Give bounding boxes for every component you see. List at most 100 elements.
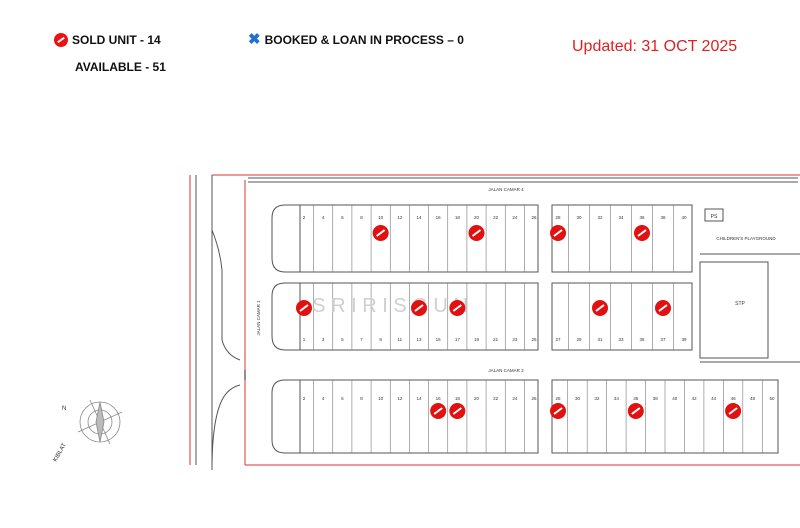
lot-number: 29 [576,337,582,342]
sold-marker [411,300,427,316]
road-label-top: JALAN CAMAR 4 [488,187,524,192]
lot-number: 14 [416,396,422,401]
legend-sold: SOLD UNIT - 14 [54,33,161,47]
ps-label: PS [711,214,718,220]
watermark: S R I R I S G U N [312,295,468,317]
lot-number: 6 [341,215,344,220]
lot-number: 28 [555,396,561,401]
lot-number: 46 [731,396,737,401]
lot-number: 12 [397,215,403,220]
amenity-area [699,208,800,363]
lot-number: 21 [493,337,499,342]
lot-number: 24 [512,215,518,220]
lot-number: 23 [512,337,518,342]
lot-number: 40 [672,396,678,401]
legend-booked: ✖ BOOKED & LOAN IN PROCESS – 0 [248,31,464,48]
lot-number: 30 [576,215,582,220]
sold-marker [725,403,742,419]
updated-date: Updated: 31 OCT 2025 [572,38,738,55]
lot-number: 20 [474,215,480,220]
sold-marker [468,225,485,241]
sold-marker-icon [54,33,68,47]
lot-number: 48 [750,396,756,401]
sold-marker [449,403,466,419]
lot-number: 36 [639,215,645,220]
lot-number: 16 [436,396,442,401]
lot-number: 2 [303,396,306,401]
playground-label: CHILDREN'S PLAYGROUND [716,236,776,241]
site-boundary [189,174,800,466]
lot-number: 50 [769,396,775,401]
lot-number: 8 [360,396,363,401]
available-label: AVAILABLE - 51 [75,60,166,74]
roads [195,175,798,471]
lot-number: 11 [397,337,402,342]
block-1 [271,204,693,273]
lot-number: 13 [416,337,422,342]
sold-marker [296,300,312,316]
lot-number: 18 [455,215,461,220]
lot-number: 31 [597,337,603,342]
lot-number: 15 [436,337,442,342]
lot-number: 24 [512,396,518,401]
compass-north-label: N [62,406,66,412]
lot-number: 22 [493,396,499,401]
lot-number: 33 [618,337,624,342]
sold-marker [430,403,447,419]
lot-number: 20 [474,396,480,401]
lot-number: 16 [436,215,442,220]
lot-number: 36 [633,396,639,401]
sold-marker [449,300,466,316]
compass-kiblat-label: KIBLAT [53,442,68,463]
lot-number: 8 [360,215,363,220]
lot-dividers [313,205,763,453]
lot-number: 7 [360,337,363,342]
legend-available: AVAILABLE - 51 [75,60,166,74]
lot-number: 25 [531,337,537,342]
lot-number: 14 [416,215,422,220]
lot-number: 30 [575,396,581,401]
lot-number: 4 [322,215,325,220]
lot-number: 17 [455,337,461,342]
lot-number: 1 [303,337,306,342]
lot-number: 19 [474,337,480,342]
lot-number: 40 [681,215,687,220]
sold-marker [550,225,566,241]
lot-number: 6 [341,396,344,401]
lot-number: 26 [531,396,537,401]
lot-number: 34 [614,396,620,401]
block-3 [271,379,779,454]
booked-label: BOOKED & LOAN IN PROCESS – 0 [264,33,464,47]
compass-icon [77,399,123,445]
lot-number: 44 [711,396,717,401]
sold-label: SOLD UNIT - 14 [72,33,161,47]
lot-number: 12 [397,396,403,401]
lot-number: 27 [555,337,561,342]
lot-number: 4 [322,396,325,401]
road-label-middle: JALAN CAMAR 2 [488,368,524,373]
stp-label: STP [735,301,745,307]
lot-number: 32 [594,396,600,401]
lot-number: 38 [660,215,666,220]
lot-number: 22 [493,215,499,220]
lot-number: 26 [531,215,537,220]
lot-number: 34 [618,215,624,220]
lot-number: 10 [378,396,384,401]
sold-marker [550,403,566,419]
block-2 [271,282,693,351]
lot-number: 35 [639,337,645,342]
lot-number: 38 [653,396,659,401]
lot-number: 3 [322,337,325,342]
lot-number: 10 [378,215,384,220]
sold-marker [655,300,671,316]
sold-marker [627,403,644,419]
lot-number: 5 [341,337,344,342]
lot-number: 39 [681,337,687,342]
booked-x-icon: ✖ [248,31,261,48]
road-label-left: JALAN CAMAR 1 [256,300,261,336]
lot-number: 28 [555,215,561,220]
sold-marker [634,225,650,241]
sold-marker [372,225,389,241]
